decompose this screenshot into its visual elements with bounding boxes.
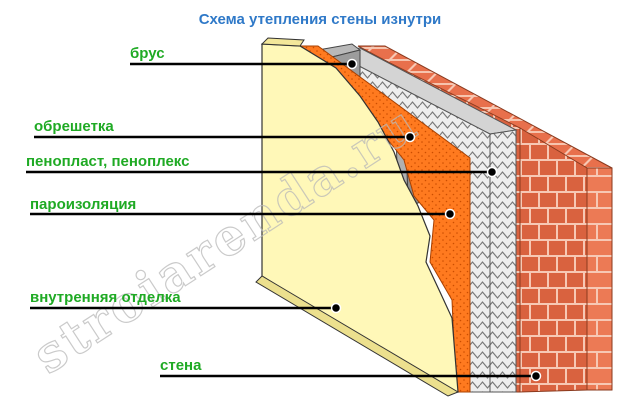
label-otdelka-text: внутренняя отделка [30, 289, 181, 306]
label-penoplast-text: пенопласт, пеноплекс [26, 153, 189, 170]
finish-panel-bottom [255, 275, 460, 397]
label-obreshetka: обрешетка [34, 118, 416, 143]
diagram-title: Схема утепления стены изнутри [199, 11, 442, 28]
brick-wall-face [586, 167, 613, 391]
label-stena-dot [530, 370, 542, 382]
finish-panel-top [260, 37, 305, 47]
label-obreshetka-text: обрешетка [34, 118, 114, 135]
interior-finish [255, 37, 460, 397]
label-stena: стена [160, 357, 542, 382]
insulation-layer [330, 47, 518, 393]
label-otdelka-dot [330, 302, 342, 314]
label-stena-text: стена [160, 357, 202, 374]
label-penoplast: пенопласт, пеноплекс [26, 153, 498, 178]
label-brus-text: брус [130, 45, 165, 62]
label-brus-dot [346, 58, 358, 70]
brick-wall-side [519, 127, 588, 393]
label-paroizolyaciya: пароизоляция [30, 196, 456, 220]
label-paroizolyaciya-dot [444, 208, 456, 220]
label-otdelka: внутренняя отделка [30, 289, 342, 314]
label-paroizolyaciya-text: пароизоляция [30, 196, 136, 213]
brick-wall [357, 45, 613, 393]
label-penoplast-dot [486, 166, 498, 178]
label-obreshetka-dot [404, 131, 416, 143]
label-brus: брус [130, 45, 358, 70]
